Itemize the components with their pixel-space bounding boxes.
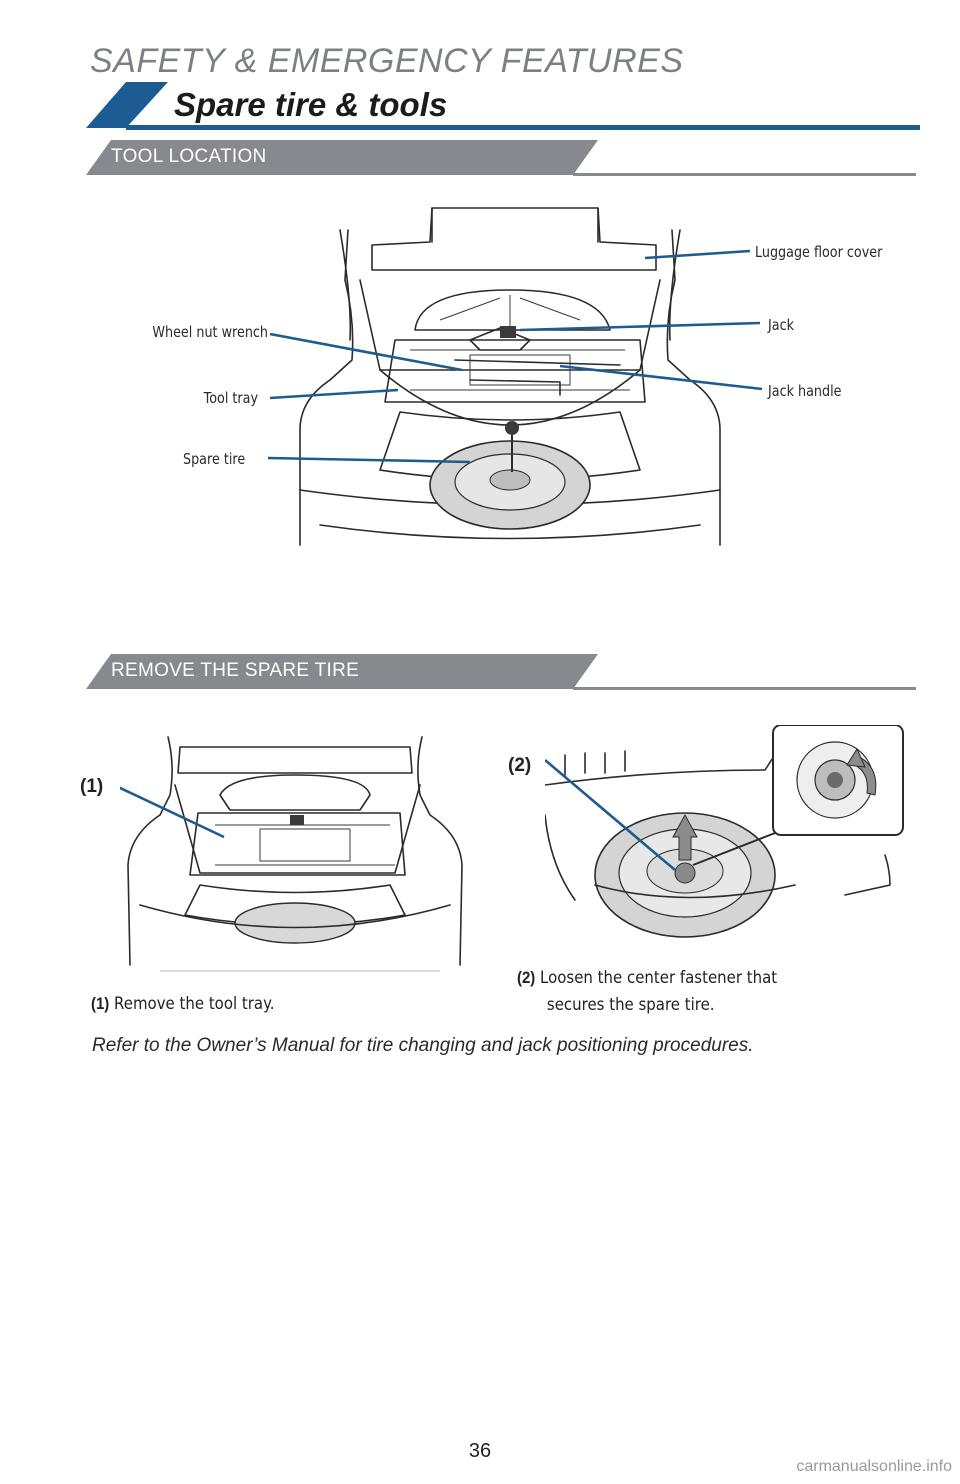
- remove-spare-heading: REMOVE THE SPARE TIRE: [111, 660, 360, 681]
- remove-spare-banner: REMOVE THE SPARE TIRE: [86, 654, 916, 692]
- remove-tool-tray-illustration: [120, 736, 463, 972]
- step2-caption-num: (2): [517, 968, 536, 987]
- loosen-fastener-illustration: [545, 725, 904, 938]
- step1-caption-num: (1): [91, 994, 110, 1013]
- tool-location-heading: TOOL LOCATION: [111, 146, 267, 167]
- owners-manual-note: Refer to the Owner’s Manual for tire cha…: [92, 1035, 754, 1056]
- section-title: SAFETY & EMERGENCY FEATURES: [90, 42, 684, 80]
- label-jack: Jack: [768, 316, 794, 334]
- step2-caption-line2: secures the spare tire.: [546, 995, 715, 1015]
- trunk-tools-illustration: [267, 207, 763, 546]
- page-number: 36: [468, 1440, 492, 1462]
- label-luggage-floor-cover: Luggage floor cover: [755, 243, 883, 261]
- label-spare-tire: Spare tire: [182, 450, 245, 468]
- step1-marker: (1): [80, 776, 104, 797]
- label-wheel-nut-wrench: Wheel nut wrench: [152, 323, 268, 341]
- tool-location-banner: TOOL LOCATION: [86, 140, 916, 178]
- step2-caption: (2) Loosen the center fastener that secu…: [517, 964, 777, 1019]
- label-tool-tray: Tool tray: [203, 389, 258, 407]
- step1-caption: (1) Remove the tool tray.: [91, 990, 275, 1018]
- page-title: Spare tire & tools: [174, 86, 448, 123]
- page-title-bar: Spare tire & tools: [86, 82, 920, 134]
- watermark: carmanualsonline.info: [796, 1458, 952, 1475]
- title-accent-shape: [86, 82, 920, 130]
- label-jack-handle: Jack handle: [768, 382, 842, 400]
- step1-caption-text: Remove the tool tray.: [114, 994, 275, 1014]
- step2-caption-line1: Loosen the center fastener that: [540, 968, 778, 988]
- step2-marker: (2): [508, 755, 532, 776]
